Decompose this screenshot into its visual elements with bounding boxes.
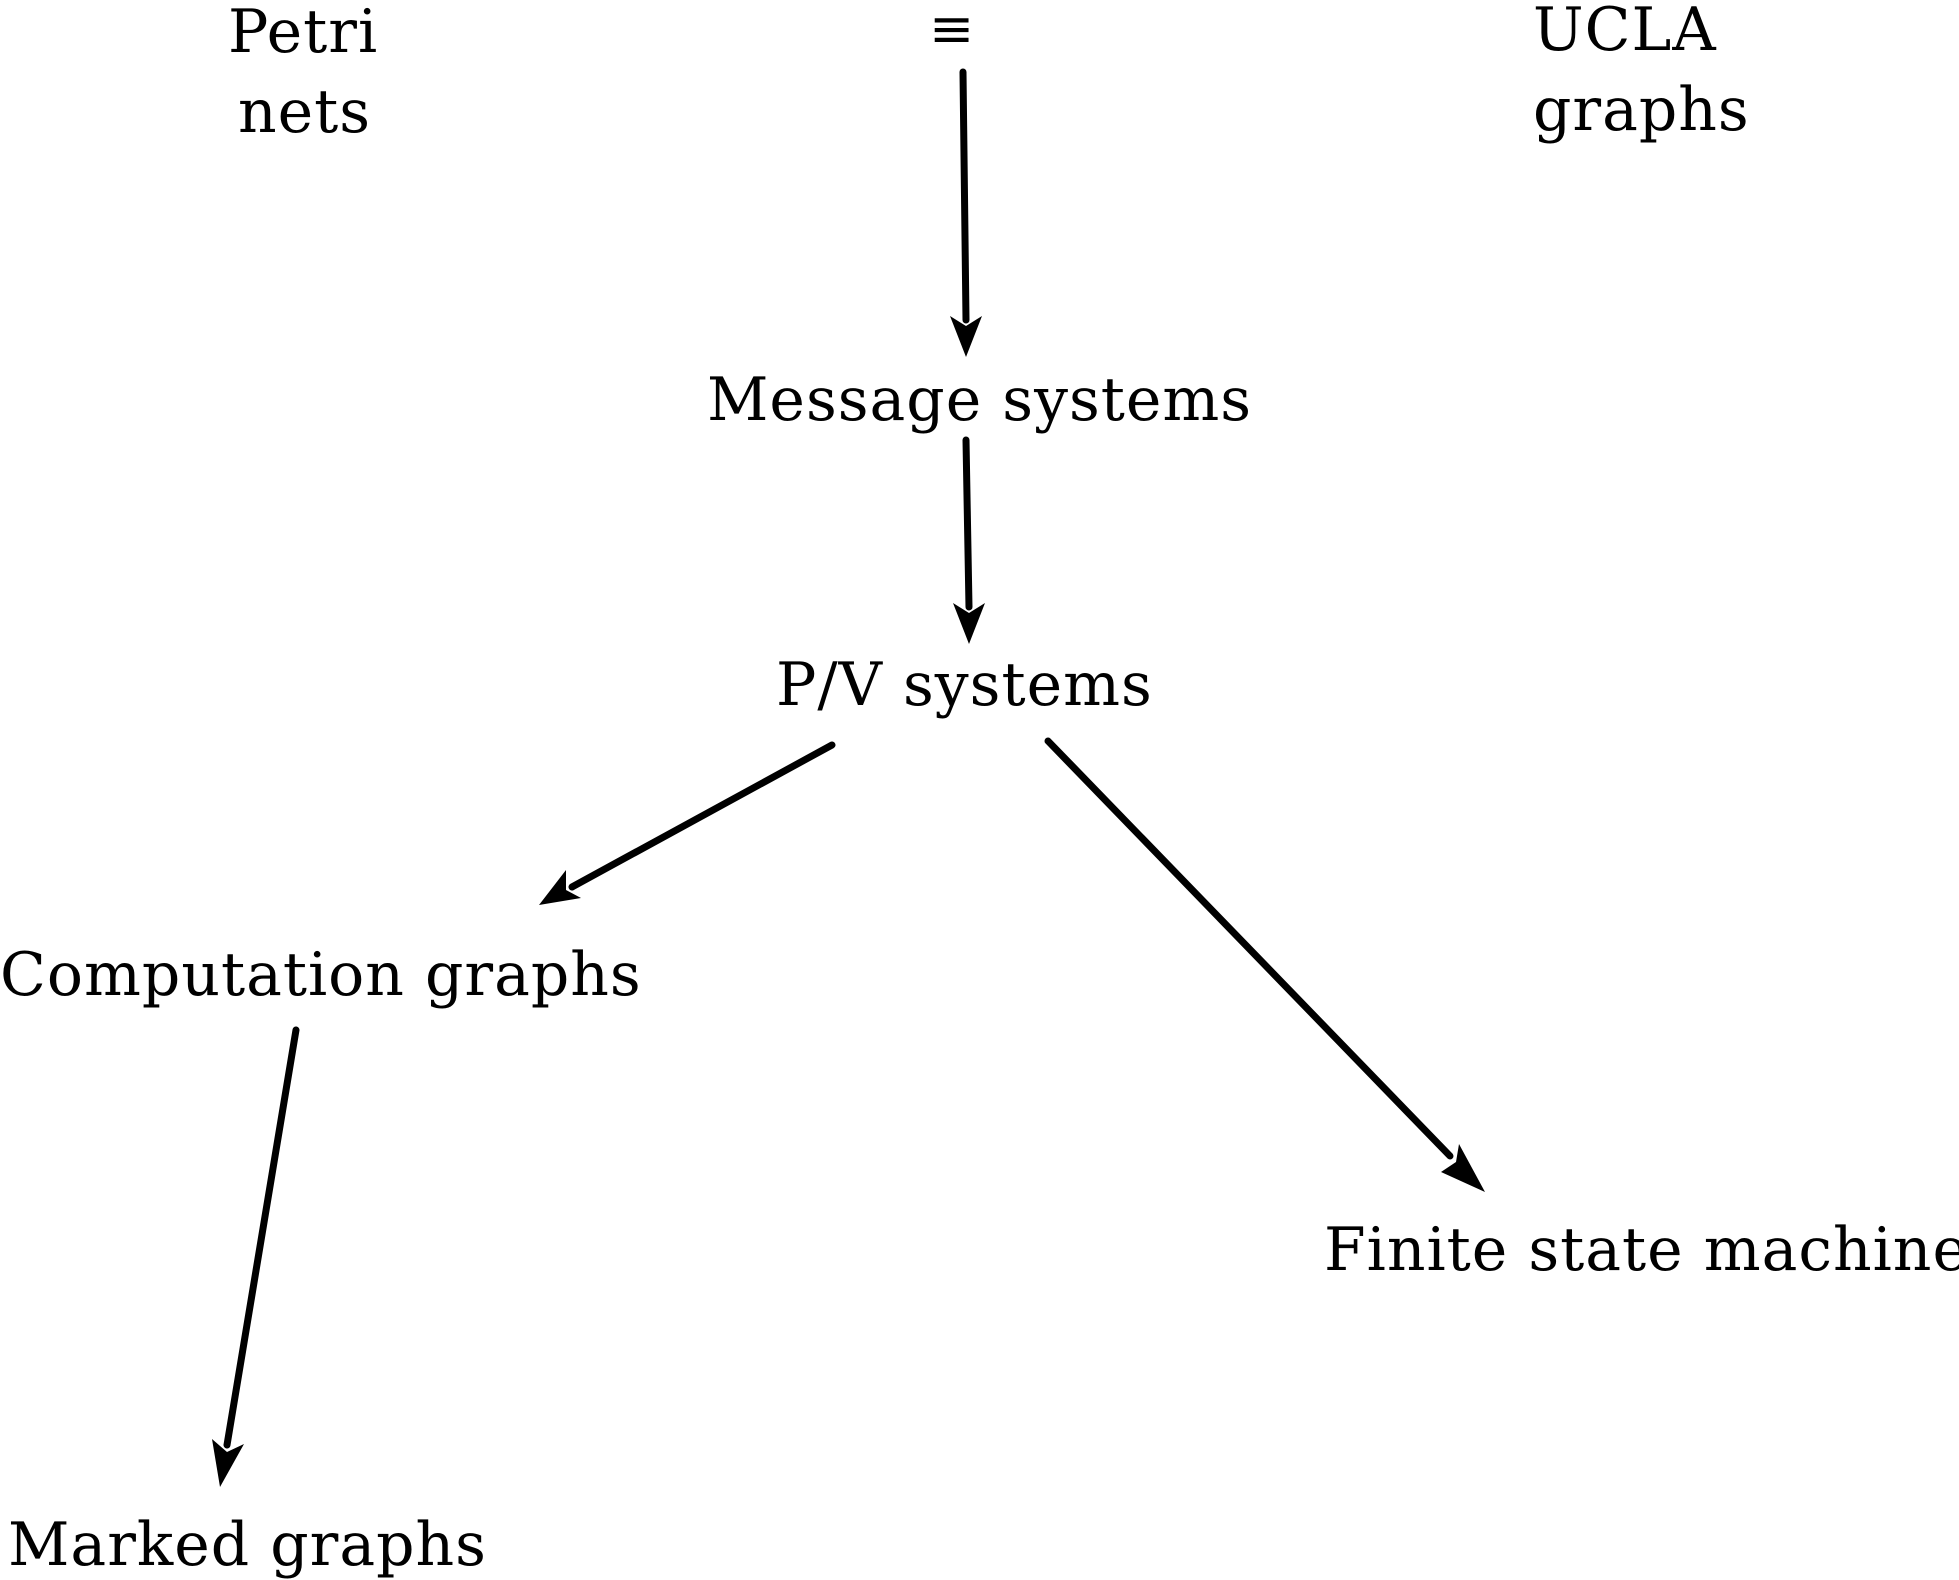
node-computation-graphs: Computation graphs	[0, 940, 642, 1010]
node-ucla-graphs: UCLA graphs	[1533, 0, 1750, 150]
edge-pv-systems-to-finite-state-machines	[1044, 737, 1485, 1192]
node-petri-nets-line-1: Petri	[228, 0, 379, 67]
node-petri-nets-line-2: nets	[238, 77, 372, 147]
edge-pv-systems-to-computation-graphs	[539, 741, 836, 905]
node-ucla-graphs-line-1: UCLA	[1533, 0, 1717, 65]
edge-equiv-to-message-systems	[950, 68, 982, 357]
node-marked-graphs: Marked graphs	[8, 1510, 487, 1580]
edge-computation-graphs-to-marked-graphs	[212, 1026, 300, 1487]
node-message-systems: Message systems	[707, 365, 1253, 435]
edge-message-systems-to-pv-systems	[953, 436, 985, 644]
node-pv-systems: P/V systems	[776, 650, 1153, 720]
node-ucla-graphs-line-2: graphs	[1533, 75, 1750, 145]
node-petri-nets: Petri nets	[228, 0, 378, 152]
equivalence-symbol: ≡	[929, 0, 976, 60]
node-finite-state-machines: Finite state machines	[1324, 1215, 1959, 1285]
